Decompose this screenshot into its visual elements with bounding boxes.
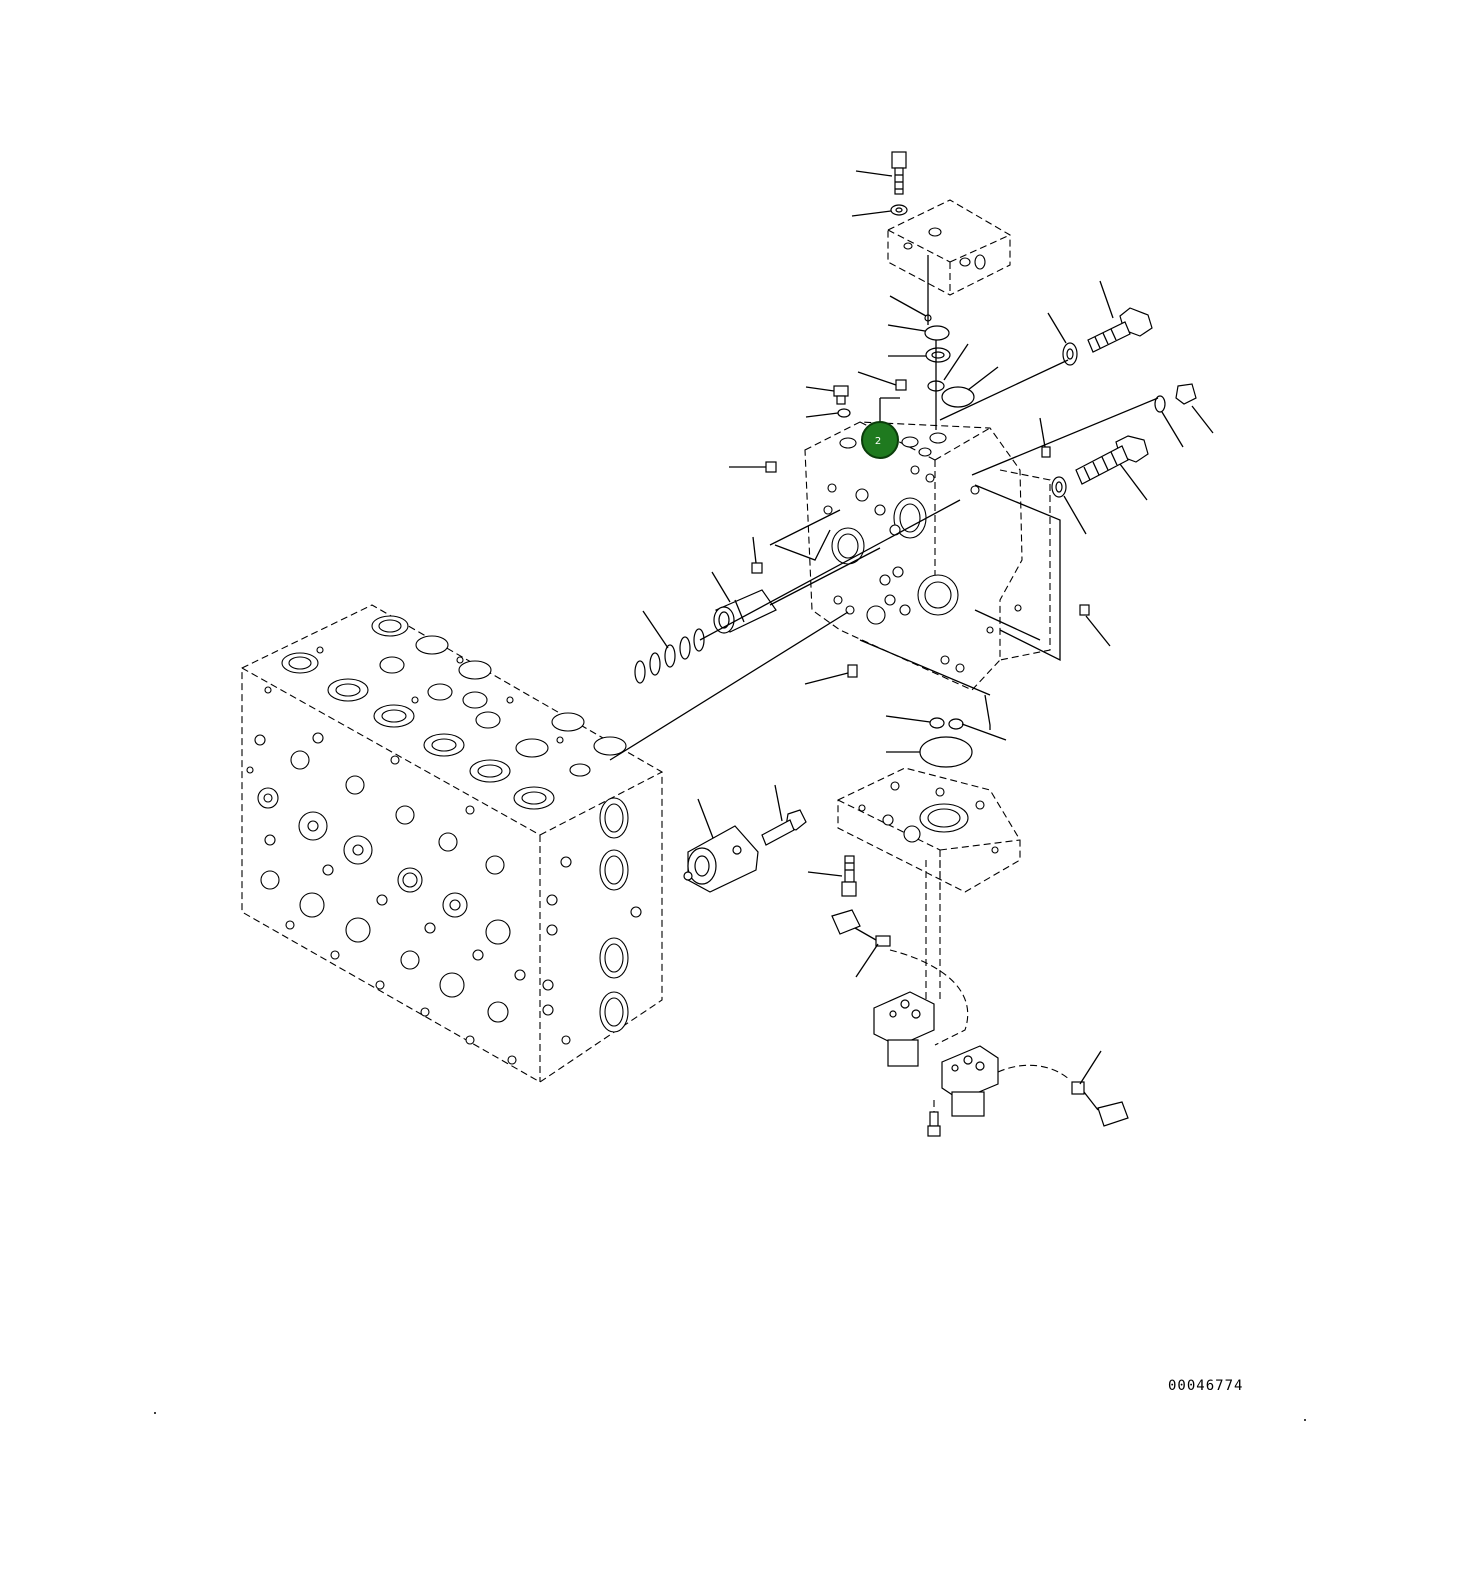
plug-side-right xyxy=(1041,446,1051,458)
plug-far-right xyxy=(1154,383,1197,413)
main-valve-block xyxy=(241,604,663,1083)
scan-dot-left xyxy=(154,1412,156,1414)
plug-side-left xyxy=(765,461,777,473)
o-ring-left xyxy=(837,408,851,418)
top-washer xyxy=(890,204,908,216)
plug-front xyxy=(751,562,763,574)
plug-lower-right xyxy=(1079,604,1090,616)
callout-label: 2 xyxy=(875,436,881,447)
bottom-cover-block xyxy=(837,767,1021,893)
drawing-number: 00046774 xyxy=(1168,1378,1244,1394)
connector-right xyxy=(1071,1081,1129,1127)
solenoid-valve-right xyxy=(941,1045,999,1117)
lower-socket-bolt xyxy=(841,855,857,897)
solenoid-mount-bolt xyxy=(927,1111,941,1137)
alignment-lines xyxy=(609,255,1159,761)
leader-lines xyxy=(642,170,1214,1085)
spring-set xyxy=(634,628,705,684)
adapter-block xyxy=(683,825,759,893)
long-bolt-upper xyxy=(1087,307,1153,353)
plug-bottom xyxy=(847,664,858,678)
adapter-bolt xyxy=(761,809,807,846)
section-valve-body xyxy=(804,421,1051,691)
plug-left xyxy=(833,385,849,405)
solenoid-valve-left xyxy=(873,991,935,1067)
top-cover-block xyxy=(887,199,1011,296)
long-bolt-lower xyxy=(1075,435,1149,485)
large-seal xyxy=(941,386,975,408)
washer-lower xyxy=(1051,476,1067,498)
nut-upper xyxy=(925,347,951,363)
solenoid-harness xyxy=(889,860,1071,1118)
washer-upper xyxy=(1062,342,1078,366)
callout-marker-2[interactable]: 2 xyxy=(861,421,899,459)
small-plug-top xyxy=(895,379,907,391)
spool-sleeve xyxy=(713,589,777,634)
scan-dot-right xyxy=(1304,1419,1306,1421)
o-ring-upper xyxy=(924,325,950,341)
top-socket-bolt xyxy=(891,151,907,195)
connector-left xyxy=(831,909,891,947)
